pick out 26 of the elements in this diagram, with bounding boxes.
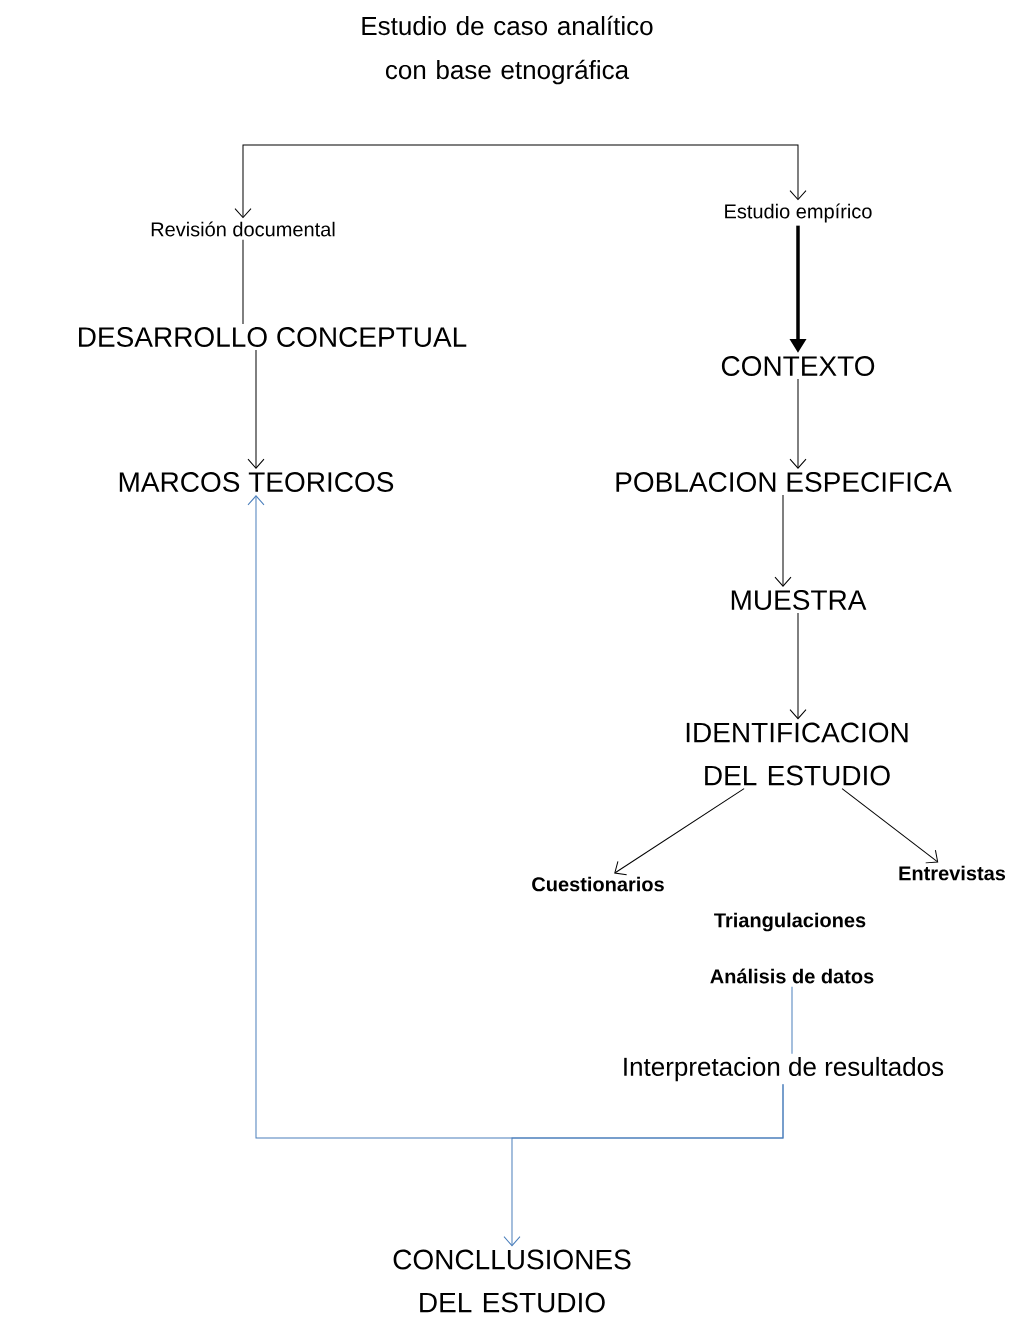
- title: Estudio de caso analítico con base etnográfica: [362, 15, 653, 85]
- connector-line: [791, 986, 793, 1055]
- sub-label: Entrevistas: [899, 865, 1006, 881]
- step-text: Interpretacion de resultados: [624, 1056, 944, 1082]
- arrow: [519, 144, 807, 201]
- step-text: CONCLLUSIONES DEL ESTUDIO: [393, 1249, 631, 1313]
- step-text: DESARROLLO CONCEPTUAL: [79, 327, 467, 347]
- arrow: [789, 378, 807, 469]
- arrow: [774, 494, 792, 587]
- connector-line: [242, 239, 244, 325]
- sub-label: Cuestionarios: [532, 876, 664, 892]
- step-text: MARCOS TEORICOS: [119, 472, 394, 492]
- sub-label: Revisión documental: [151, 221, 335, 237]
- step-text: MUESTRA: [731, 590, 867, 610]
- step-text: CONTEXTO: [721, 356, 875, 376]
- sub-label: Análisis de datos: [710, 968, 874, 984]
- arrow: [503, 1083, 784, 1247]
- arrow: [234, 144, 521, 219]
- step-text: POBLACION ESPECIFICA: [616, 472, 952, 492]
- arrow: [841, 788, 939, 864]
- step-text: IDENTIFICACION DEL ESTUDIO: [686, 722, 908, 786]
- arrow: [247, 349, 265, 469]
- arrow: [614, 788, 745, 876]
- arrow: [789, 612, 807, 720]
- sub-label: Triangulaciones: [714, 912, 866, 932]
- sub-label: Estudio empírico: [725, 203, 872, 223]
